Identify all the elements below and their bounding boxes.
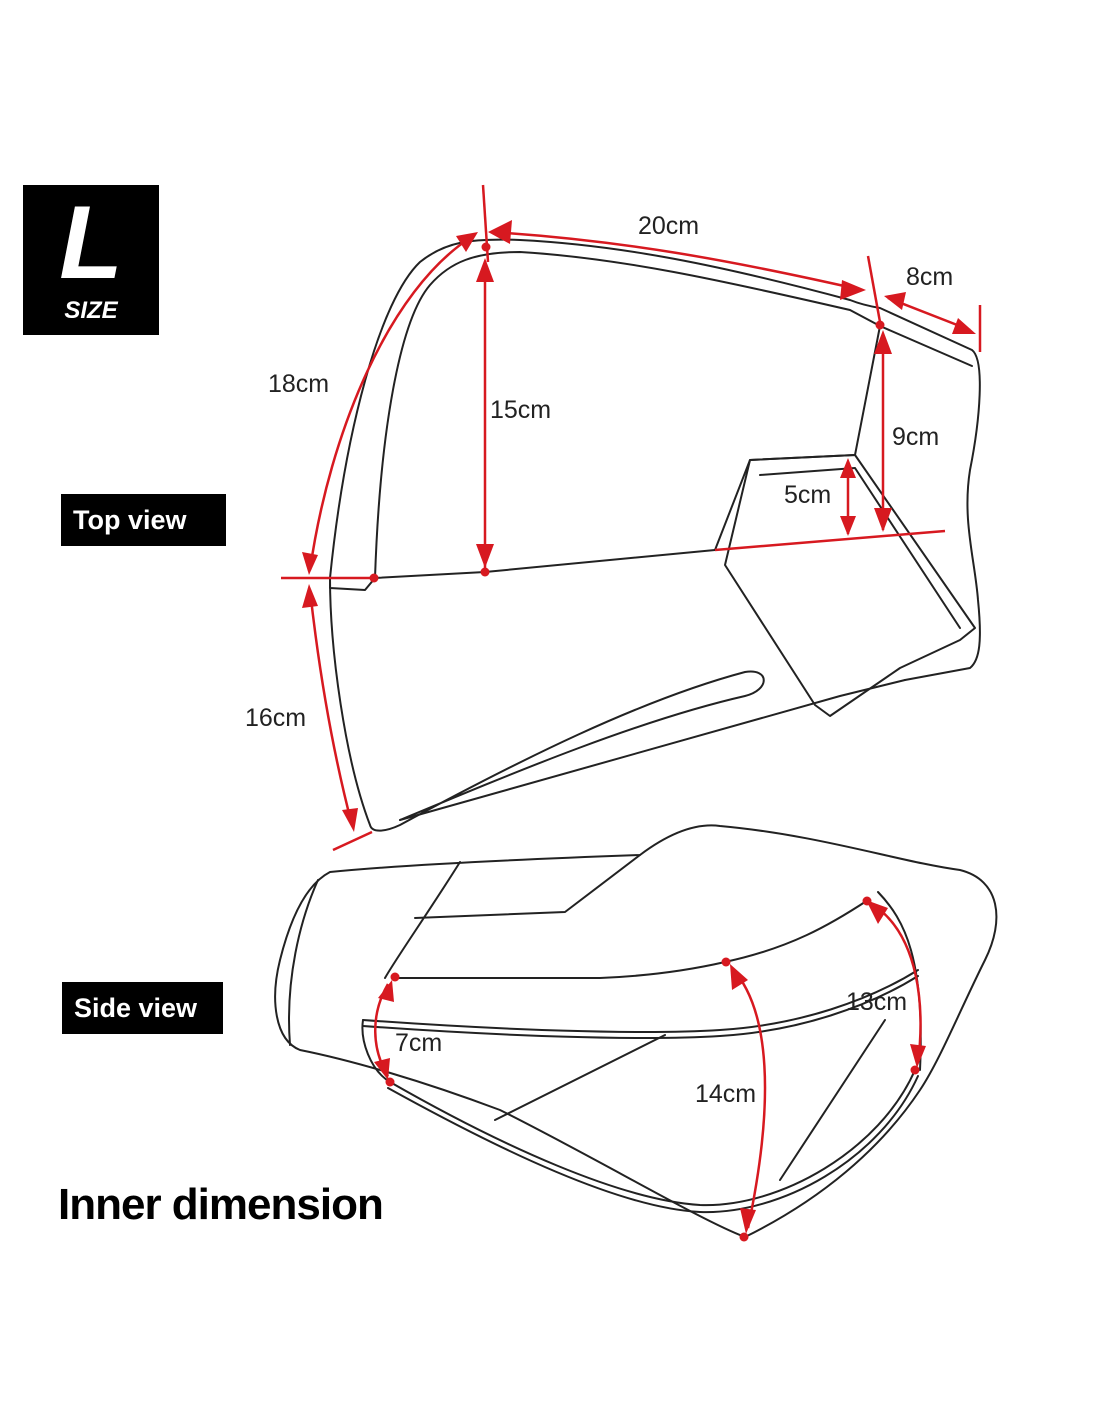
height-label: 15cm: [490, 396, 551, 424]
measure-point: [721, 957, 731, 967]
arrow-icon: [866, 900, 888, 924]
top-view-outline: [329, 238, 981, 832]
lower-arc-label: 16cm: [245, 704, 306, 732]
rear-height-label: 9cm: [892, 423, 939, 451]
step-height-label: 5cm: [784, 481, 831, 509]
arrow-icon: [476, 258, 494, 282]
measure-point: [739, 1232, 749, 1242]
inner-dimension-caption: Inner dimension: [58, 1180, 384, 1229]
arrow-icon: [488, 220, 512, 244]
middle-height-line: [731, 967, 767, 1229]
arrow-icon: [840, 516, 856, 536]
arrow-icon: [374, 1058, 390, 1080]
rear-height-line-side: [871, 902, 922, 1063]
measure-point: [480, 567, 490, 577]
arrow-icon: [730, 964, 748, 990]
arrow-icon: [476, 544, 494, 568]
arrow-icon: [302, 552, 318, 575]
rear-left-tick: [866, 255, 882, 323]
arrow-icon: [884, 292, 906, 310]
measure-point: [862, 896, 872, 906]
arrow-icon: [378, 980, 394, 1002]
side-view-dimension-lines: [374, 896, 926, 1242]
top-view-label: Top view: [61, 494, 226, 546]
front-arc-line: [308, 236, 471, 571]
arrow-icon: [840, 280, 866, 300]
arrow-icon: [342, 808, 358, 832]
rear-width-label: 8cm: [906, 263, 953, 291]
arrow-icon: [302, 584, 318, 608]
front-height-label: 7cm: [395, 1029, 442, 1057]
measure-point: [481, 242, 491, 252]
front-arc-label: 18cm: [268, 370, 329, 398]
side-view-outline: [274, 824, 998, 1238]
lower-arc-line: [308, 589, 354, 826]
arrow-icon: [840, 458, 856, 478]
top-view-dimension-lines: [281, 184, 982, 852]
arrow-icon: [740, 1208, 756, 1234]
size-letter: L: [59, 185, 123, 301]
middle-height-label: 14cm: [695, 1080, 756, 1108]
size-badge: L SIZE: [23, 185, 159, 335]
size-word: SIZE: [64, 297, 118, 324]
arrow-icon: [456, 232, 478, 252]
bottom-tick: [332, 830, 373, 852]
side-view-label: Side view: [62, 982, 223, 1034]
arrow-icon: [874, 508, 892, 532]
rear-height-label-side: 13cm: [846, 988, 907, 1016]
arrow-icon: [952, 318, 976, 334]
arrow-icon: [910, 1044, 926, 1068]
measure-point: [910, 1065, 920, 1075]
measure-point: [390, 972, 400, 982]
step-base-line: [714, 529, 946, 552]
top-length-line: [491, 230, 863, 292]
arrow-icon: [874, 330, 892, 354]
top-length-label: 20cm: [638, 212, 699, 240]
measure-point: [385, 1077, 395, 1087]
measure-point: [875, 320, 885, 330]
measure-point: [369, 573, 379, 583]
